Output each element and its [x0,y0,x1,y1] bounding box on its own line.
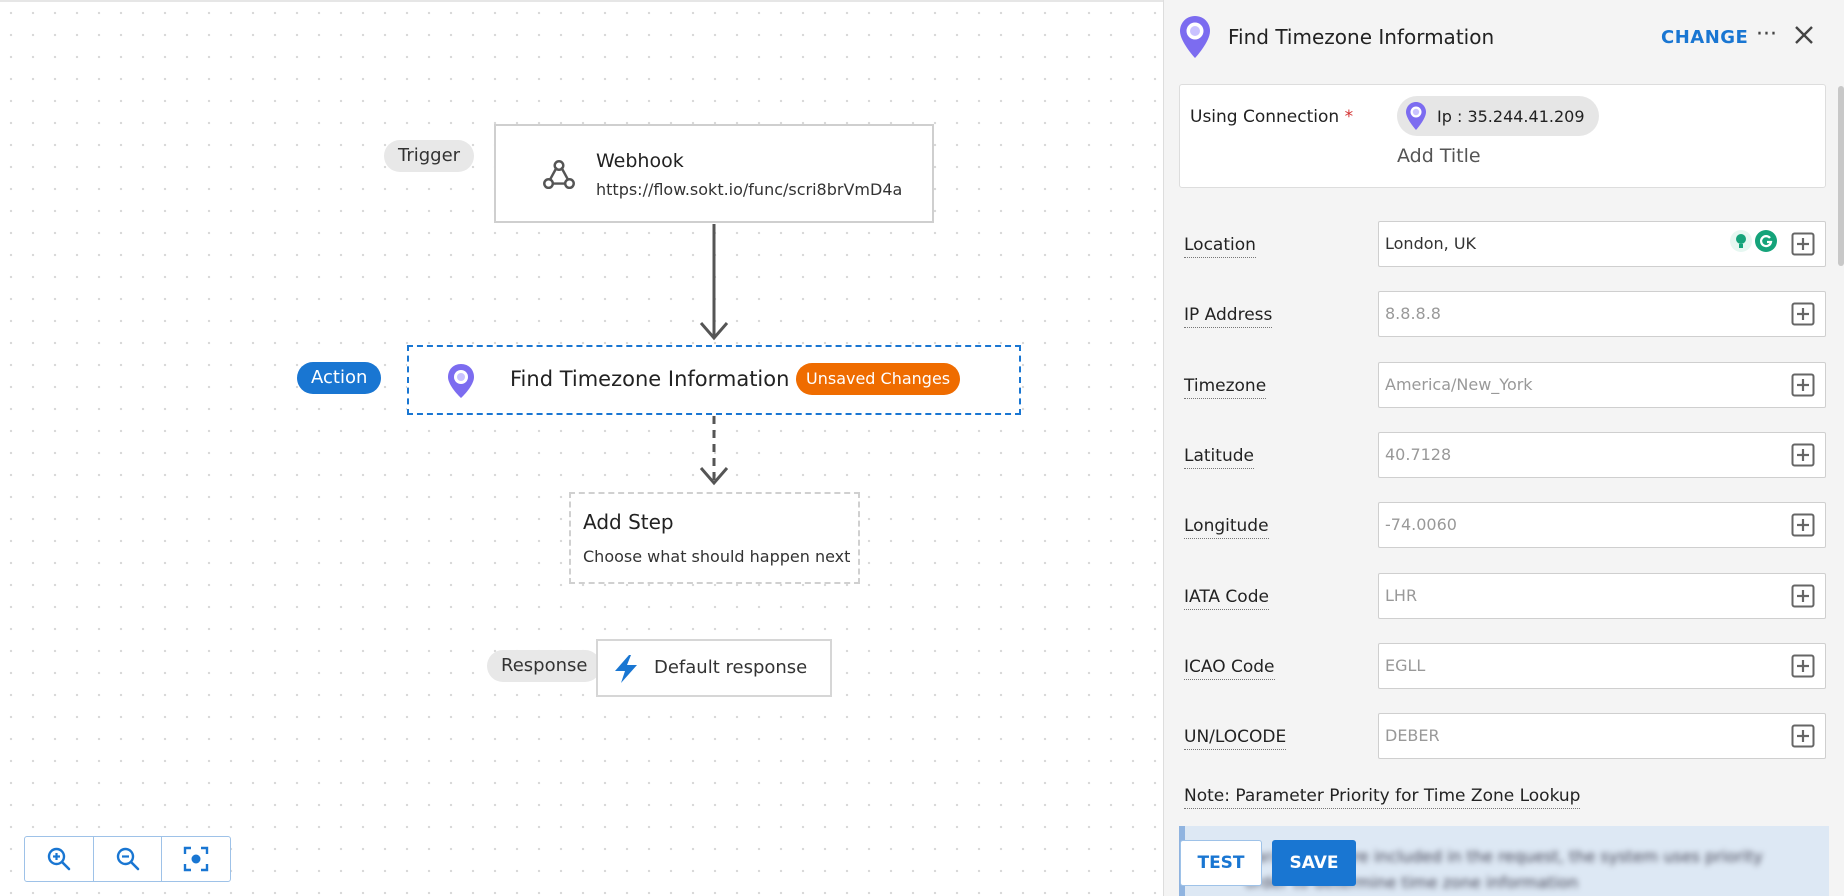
location-pin-icon [1180,16,1210,58]
field-row: UN/LOCODE DEBER [1164,713,1844,759]
add-variable-icon[interactable] [1791,654,1815,678]
add-variable-icon[interactable] [1791,373,1815,397]
flow-canvas[interactable]: Trigger Webhook https://flow.sokt.io/fun… [0,0,1163,896]
add-variable-icon[interactable] [1791,513,1815,537]
zoom-out-icon [116,847,139,871]
action-config-panel: Find Timezone Information CHANGE ··· Usi… [1163,0,1844,896]
webhook-trigger-node[interactable]: Webhook https://flow.sokt.io/func/scri8b… [494,124,934,223]
lightning-icon [615,655,637,683]
field-label: Latitude [1184,446,1254,469]
add-step-subtitle: Choose what should happen next [583,547,851,566]
field-row: ICAO Code EGLL [1164,643,1844,689]
add-step-node[interactable]: Add Step Choose what should happen next [569,492,860,584]
add-variable-icon[interactable] [1791,724,1815,748]
field-input[interactable]: -74.0060 [1378,502,1826,548]
webhook-url: https://flow.sokt.io/func/scri8brVmD4a [596,180,903,199]
field-row: Longitude -74.0060 [1164,502,1844,548]
grammarly-icon[interactable] [1755,230,1777,252]
action-pill: Action [297,362,382,394]
required-mark: * [1344,107,1354,127]
field-label: IATA Code [1184,587,1269,610]
field-label: Longitude [1184,516,1269,539]
field-row: IP Address 8.8.8.8 [1164,291,1844,337]
trigger-title: Webhook [596,150,684,172]
field-row: IATA Code LHR [1164,573,1844,619]
fit-view-icon [183,846,209,872]
field-input[interactable]: 40.7128 [1378,432,1826,478]
field-row: Latitude 40.7128 [1164,432,1844,478]
field-input[interactable]: DEBER [1378,713,1826,759]
field-label: Location [1184,235,1256,258]
add-title-link[interactable]: Add Title [1397,145,1481,167]
zoom-in-icon [47,847,71,871]
connector-arrows [699,224,729,486]
field-input[interactable]: EGLL [1378,643,1826,689]
location-pin-icon [448,364,474,398]
panel-header: Find Timezone Information CHANGE ··· [1164,0,1844,76]
close-icon[interactable] [1793,24,1815,46]
add-variable-icon[interactable] [1791,584,1815,608]
connection-section: Using Connection * Ip : 35.244.41.209 Ad… [1179,84,1826,188]
field-row: Timezone America/New_York [1164,362,1844,408]
add-variable-icon[interactable] [1791,443,1815,467]
default-response-label: Default response [654,657,808,678]
field-label: Timezone [1184,376,1267,399]
save-button[interactable]: SAVE [1272,840,1356,886]
panel-title: Find Timezone Information [1228,25,1495,49]
add-variable-icon[interactable] [1791,232,1815,256]
change-button[interactable]: CHANGE [1661,27,1749,48]
trigger-pill: Trigger [384,140,475,172]
zoom-in-button[interactable] [25,837,94,881]
unsaved-changes-badge: Unsaved Changes [796,363,961,395]
webhook-icon [543,159,575,190]
field-input[interactable]: LHR [1378,573,1826,619]
action-title: Find Timezone Information [510,367,790,391]
connection-chip-label: Ip : 35.244.41.209 [1437,106,1585,126]
field-label: UN/LOCODE [1184,727,1287,750]
zoom-controls [24,836,231,882]
note-title: Note: Parameter Priority for Time Zone L… [1184,786,1581,809]
field-label: ICAO Code [1184,657,1275,680]
add-variable-icon[interactable] [1791,302,1815,326]
add-step-title: Add Step [583,510,674,534]
test-button[interactable]: TEST [1180,840,1262,886]
grammarly-widget[interactable] [1730,230,1777,252]
connection-chip[interactable]: Ip : 35.244.41.209 [1397,96,1599,136]
fit-view-button[interactable] [162,837,230,881]
field-input[interactable]: 8.8.8.8 [1378,291,1826,337]
panel-scrollbar[interactable] [1838,86,1844,266]
action-node[interactable]: Find Timezone Information Unsaved Change… [407,345,1021,415]
default-response-node[interactable]: Default response [596,639,832,697]
response-pill: Response [487,650,602,682]
zoom-out-button[interactable] [94,837,163,881]
connection-label: Using Connection * [1190,107,1354,127]
field-label: IP Address [1184,305,1273,328]
more-options-icon[interactable]: ··· [1756,22,1777,47]
bulb-icon[interactable] [1730,230,1752,252]
location-pin-icon [1406,102,1426,130]
field-input[interactable]: America/New_York [1378,362,1826,408]
